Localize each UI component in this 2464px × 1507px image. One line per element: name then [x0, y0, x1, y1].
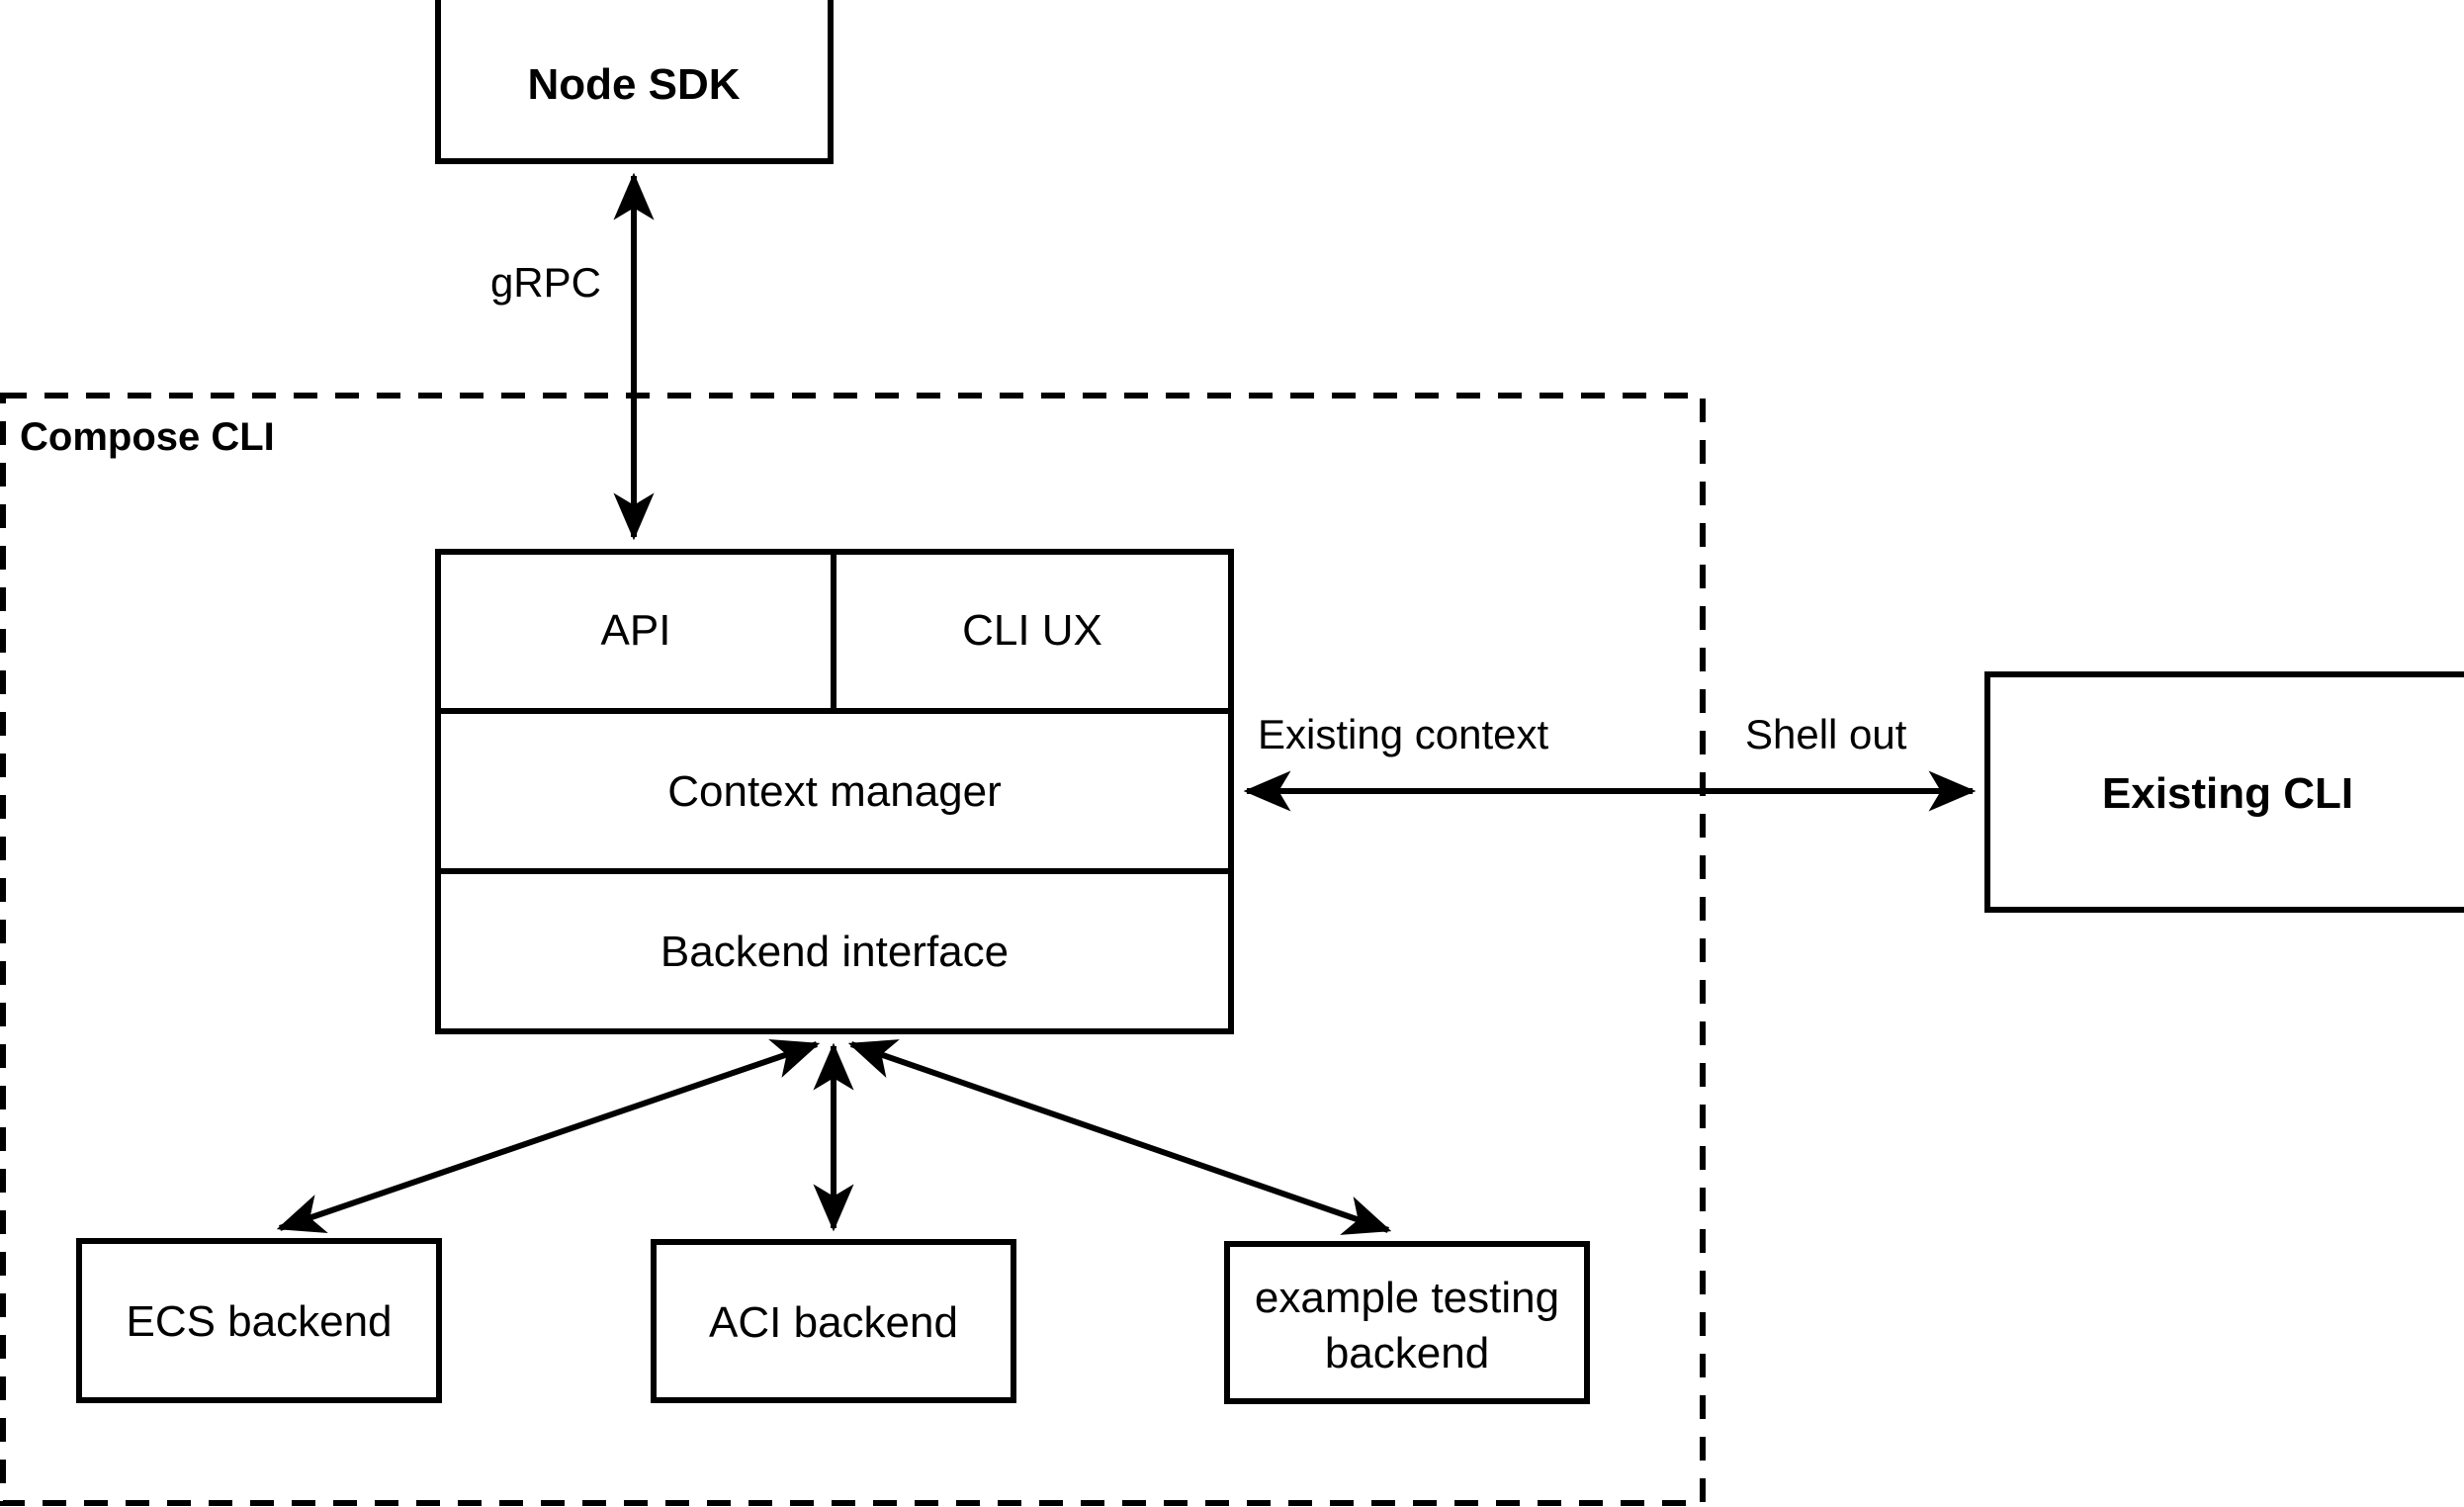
aci-backend-box[interactable]	[651, 1239, 1016, 1403]
context-manager-box[interactable]	[435, 708, 1234, 874]
ecs-backend-label: ECS backend	[126, 1297, 392, 1346]
backend-interface-label: Backend interface	[660, 928, 1009, 976]
example-testing-backend-connector	[847, 1039, 1392, 1235]
ecs-backend-connector	[276, 1038, 821, 1234]
context-manager-label: Context manager	[667, 767, 1002, 816]
example-testing-backend-box[interactable]	[1224, 1241, 1590, 1404]
aci-backend-label: ACI backend	[709, 1298, 958, 1347]
api-label: API	[601, 606, 671, 655]
existing-cli-box[interactable]	[1984, 671, 2464, 913]
node-sdk-label: Node SDK	[527, 60, 740, 109]
backend-interface-box[interactable]	[435, 868, 1234, 1034]
example-testing-backend-label-line2: backend	[1325, 1329, 1489, 1377]
ecs-backend-box[interactable]	[76, 1238, 442, 1403]
existing-cli-label: Existing CLI	[2102, 769, 2353, 818]
compose-cli-group-label: Compose CLI	[20, 415, 275, 459]
node-sdk-box[interactable]	[435, 0, 834, 164]
example-testing-backend-label-line1: example testing	[1255, 1274, 1559, 1322]
existing-context-edge-label: Existing context	[1258, 711, 1548, 757]
shell-out-edge-label: Shell out	[1745, 711, 1907, 757]
cli-ux-label: CLI UX	[962, 606, 1102, 655]
compose-cli-group-boundary	[0, 393, 1706, 1506]
grpc-edge-label: gRPC	[490, 259, 601, 306]
